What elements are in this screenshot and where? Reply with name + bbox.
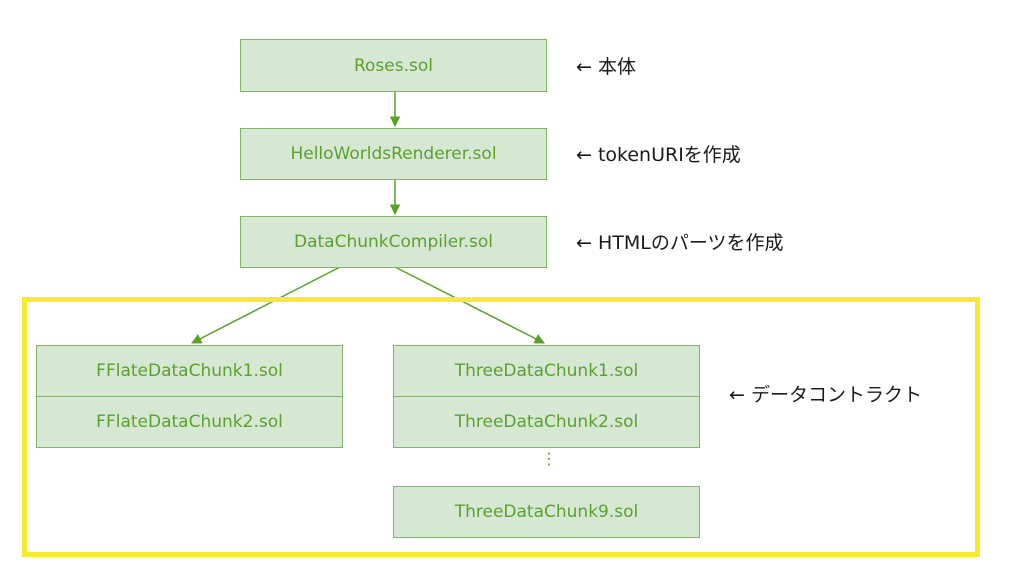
fflate-chunk2-node: FFlateDataChunk2.sol [36, 396, 343, 448]
three-chunk1-node: ThreeDataChunk1.sol [393, 345, 700, 397]
data-contracts-highlight-frame [22, 297, 980, 557]
arrow-compiler-to-fflate [191, 266, 341, 344]
fflate-chunk1-node: FFlateDataChunk1.sol [36, 345, 343, 397]
roses-node: Roses.sol [240, 39, 547, 92]
data-contracts-annotation: ← データコントラクト [729, 384, 922, 406]
renderer-node: HelloWorldsRenderer.sol [240, 128, 547, 180]
roses-annotation: ← 本体 [576, 56, 636, 78]
compiler-annotation: ← HTMLのパーツを作成 [576, 232, 784, 254]
three-chunks-ellipsis: ⋮ [541, 449, 557, 468]
three-chunk2-node: ThreeDataChunk2.sol [393, 396, 700, 448]
renderer-annotation: ← tokenURIを作成 [576, 144, 741, 166]
compiler-node: DataChunkCompiler.sol [240, 216, 547, 268]
arrow-compiler-to-three [394, 266, 545, 344]
three-chunk9-node: ThreeDataChunk9.sol [393, 486, 700, 538]
